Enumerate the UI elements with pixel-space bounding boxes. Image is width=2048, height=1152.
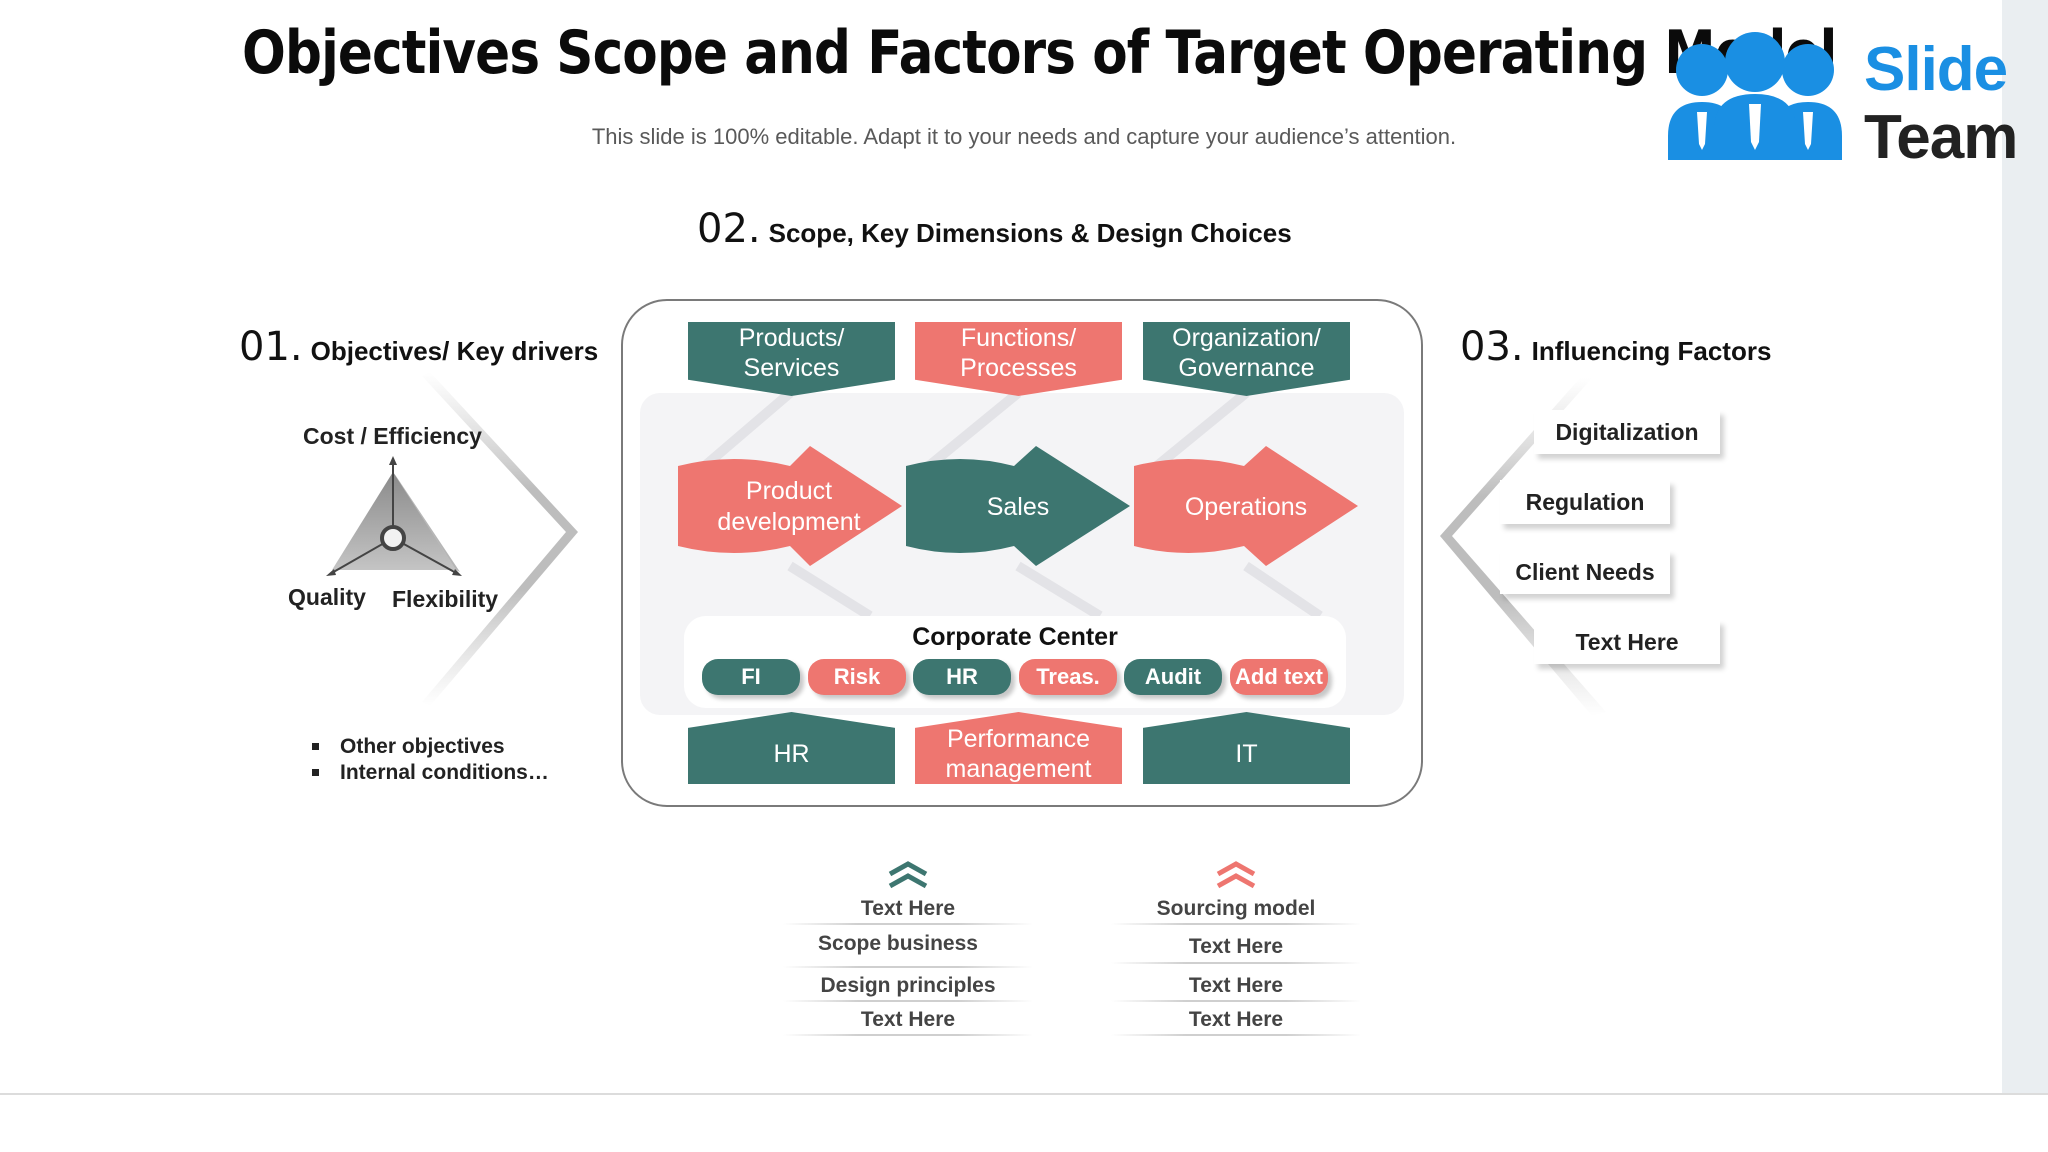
divider-line <box>1111 1000 1361 1002</box>
pill-fi: FI <box>702 659 800 695</box>
divider-line <box>1111 962 1361 964</box>
section-03-label: Influencing Factors <box>1531 336 1772 366</box>
tab-line: Services <box>743 354 840 382</box>
tab-line: Products/ <box>738 324 845 352</box>
section-01-label: Objectives/ Key drivers <box>310 336 599 366</box>
tab-line: Processes <box>960 354 1077 382</box>
logo-text-slide: Slide <box>1864 35 2008 104</box>
chevron-operations-shape <box>1134 446 1358 566</box>
page-subtitle: This slide is 100% editable. Adapt it to… <box>591 124 1457 149</box>
section-01-heading: 01.Objectives/ Key drivers <box>239 324 598 370</box>
factor-digitalization: Digitalization <box>1534 410 1720 454</box>
divider-line <box>783 1000 1033 1002</box>
page-title: Objectives Scope and Factors of Target O… <box>242 18 1837 88</box>
pill-treas: Treas. <box>1019 659 1117 695</box>
factor-client-needs: Client Needs <box>1500 550 1670 594</box>
right-edge-band <box>2002 0 2048 1093</box>
process-product-development: Product development <box>678 474 900 540</box>
factor-regulation: Regulation <box>1500 480 1670 524</box>
divider-line <box>783 966 1033 968</box>
lower-right-item: Sourcing model <box>1156 897 1316 920</box>
people-logo-icon <box>1668 32 1842 160</box>
lower-left-item: Design principles <box>820 974 996 997</box>
tab-line: HR <box>773 740 810 768</box>
lower-left-item: Scope business <box>818 932 978 955</box>
objectives-triangle-diagram <box>326 456 462 576</box>
divider-line <box>783 1034 1033 1036</box>
slideteam-logo: Slide Team <box>1664 26 2024 172</box>
bullet-item: Internal conditions… <box>310 760 549 786</box>
process-line: Sales <box>986 492 1050 521</box>
pill-risk: Risk <box>808 659 906 695</box>
chevron-product-development-shape <box>678 446 902 566</box>
section-03-number: 03. <box>1460 324 1524 370</box>
logo-text-team: Team <box>1864 103 2018 172</box>
double-chevron-up-icon <box>888 861 928 889</box>
tab-line: Performance <box>946 725 1091 753</box>
section-02-heading: 02.Scope, Key Dimensions & Design Choice… <box>697 206 1292 252</box>
divider-line <box>1111 923 1361 925</box>
objectives-bullet-list: Other objectives Internal conditions… <box>310 734 549 786</box>
label-cost-efficiency: Cost / Efficiency <box>303 423 482 449</box>
corporate-center-title: Corporate Center <box>912 623 1118 651</box>
tab-it: IT <box>1143 712 1350 784</box>
tab-line: Functions/ <box>960 324 1077 352</box>
bottom-divider <box>0 1093 2048 1095</box>
section-01-number: 01. <box>239 324 303 370</box>
process-operations: Operations <box>1134 474 1358 540</box>
double-chevron-up-icon <box>1216 861 1256 889</box>
pill-add-text: Add text <box>1230 659 1328 695</box>
process-line: Product <box>745 477 833 505</box>
section-03-heading: 03.Influencing Factors <box>1460 324 1771 370</box>
section-02-label: Scope, Key Dimensions & Design Choices <box>768 218 1292 248</box>
lower-left-item: Text Here <box>860 1008 956 1031</box>
tab-hr: HR <box>688 712 895 784</box>
lower-right-item: Text Here <box>1188 974 1284 997</box>
bullet-item: Other objectives <box>310 734 549 760</box>
process-sales: Sales <box>906 474 1130 540</box>
tab-line: Governance <box>1178 354 1315 382</box>
label-flexibility: Flexibility <box>392 586 499 612</box>
factor-text-here: Text Here <box>1534 620 1720 664</box>
lower-right-item: Text Here <box>1188 935 1284 958</box>
divider-line <box>783 923 1033 925</box>
tab-line: Organization/ <box>1172 324 1321 352</box>
tab-products-services: Products/Services <box>688 322 895 396</box>
lower-right-item: Text Here <box>1188 1008 1284 1031</box>
lower-left-item: Text Here <box>860 897 956 920</box>
tab-line: IT <box>1235 740 1258 768</box>
tab-organization-governance: Organization/Governance <box>1143 322 1350 396</box>
process-line: development <box>717 508 861 536</box>
tab-functions-processes: Functions/Processes <box>915 322 1122 396</box>
process-line: Operations <box>1184 492 1308 521</box>
section-02-number: 02. <box>697 206 761 252</box>
label-quality: Quality <box>288 584 366 610</box>
chevron-sales-shape <box>906 446 1130 566</box>
pill-hr: HR <box>913 659 1011 695</box>
divider-line <box>1111 1034 1361 1036</box>
pill-audit: Audit <box>1124 659 1222 695</box>
tab-line: management <box>945 755 1092 783</box>
